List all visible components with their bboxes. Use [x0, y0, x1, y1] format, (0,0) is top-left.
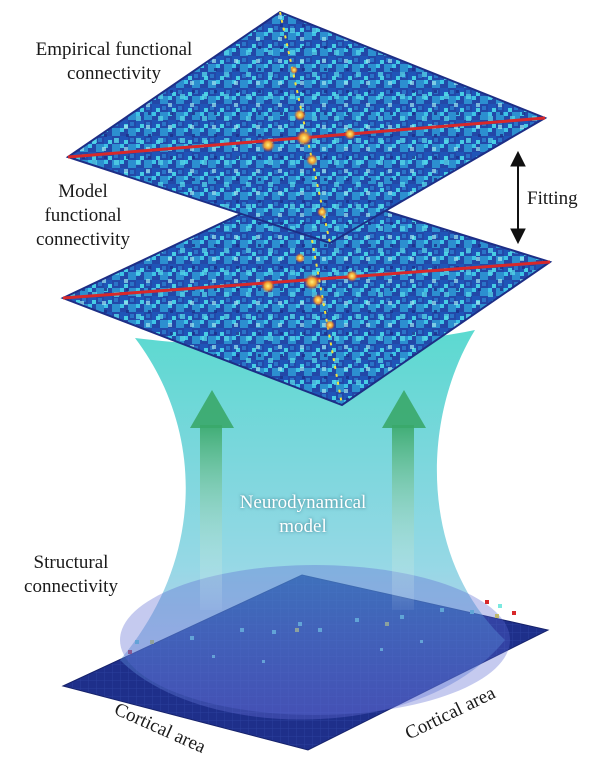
empirical-line-2: connectivity	[67, 63, 161, 84]
model-line-2: functional	[44, 205, 122, 226]
model-line-1: Model	[58, 181, 108, 202]
upward-arrow-right	[382, 390, 426, 610]
label-neurodynamical-model: Neurodynamical model	[218, 491, 388, 539]
label-empirical-fc: Empirical functional connectivity	[14, 38, 214, 86]
structural-line-1: Structural	[33, 552, 109, 573]
empirical-line-1: Empirical functional	[35, 39, 193, 60]
empirical-fc-matrix	[65, 10, 548, 245]
model-line-3: connectivity	[36, 229, 130, 250]
structural-line-2: connectivity	[24, 576, 118, 597]
neuro-line-1: Neurodynamical	[239, 492, 367, 513]
fitting-double-arrow	[510, 150, 526, 245]
upward-arrow-left	[190, 390, 234, 610]
label-model-fc: Model functional connectivity	[20, 180, 146, 252]
model-fc-matrix	[60, 183, 553, 407]
neuro-line-2: model	[279, 516, 327, 537]
label-fitting: Fitting	[527, 188, 578, 209]
label-structural-connectivity: Structural connectivity	[6, 551, 136, 599]
